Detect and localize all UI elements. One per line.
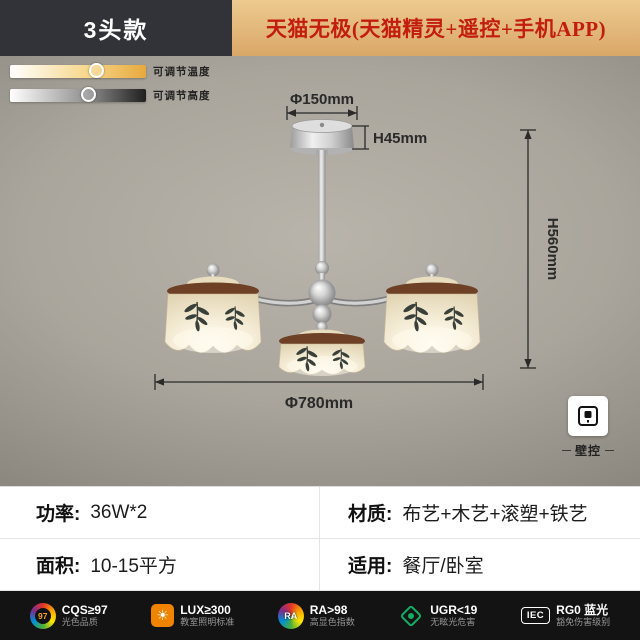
- iec-badge-icon: IEC: [520, 607, 551, 624]
- spec-room: 适用: 餐厅/卧室: [320, 539, 640, 591]
- wall-control: 壁控: [561, 396, 614, 459]
- cqs-color-quality-icon: 97: [29, 602, 56, 629]
- center-hub: [308, 279, 336, 333]
- dim-drop-height: H560mm: [544, 218, 561, 281]
- spec-label: 功率:: [36, 504, 81, 525]
- height-gradient-bar: [10, 87, 146, 102]
- cert-cqs: 97 CQS≥97 光色品质: [29, 602, 108, 629]
- spec-material: 材质: 布艺+木艺+滚塑+铁艺: [320, 487, 640, 539]
- ra-color-render-icon: RA: [277, 602, 304, 629]
- spec-value: 36W*2: [90, 501, 148, 523]
- lamp-shade-center: [278, 329, 366, 376]
- chandelier-illustration: Φ150mm H45mm H560mm Φ780mm: [154, 91, 561, 412]
- spec-value: 10-15平方: [90, 556, 177, 577]
- color-temp-gradient-bar: [10, 63, 146, 78]
- certification-bar: 97 CQS≥97 光色品质 ☀ LUX≥300 教室照明标准 RA RA>98…: [0, 591, 640, 640]
- cqs-badge-value: 97: [34, 607, 51, 624]
- cert-lux: ☀ LUX≥300 教室照明标准: [151, 603, 234, 628]
- cert-line1: CQS≥97: [61, 602, 108, 617]
- dash-decoration: [605, 450, 614, 451]
- dim-mount-height: H45mm: [373, 130, 427, 147]
- product-title: 天猫无极(天猫精灵+遥控+手机APP): [232, 0, 640, 56]
- cert-line1: RA>98: [309, 602, 348, 617]
- dash-decoration: [561, 450, 571, 451]
- color-temp-indicator: 可调节温度: [10, 63, 211, 79]
- spec-area: 面积: 10-15平方: [0, 539, 320, 591]
- cert-line2: 教室照明标准: [180, 617, 235, 628]
- cert-line1: UGR<19: [430, 602, 478, 617]
- header: 3头款 天猫无极(天猫精灵+遥控+手机APP): [0, 0, 640, 56]
- spec-label: 材质:: [348, 504, 393, 525]
- center-rod: [315, 150, 329, 281]
- cert-iec: IEC RG0 蓝光 豁免伤害级别: [520, 602, 611, 628]
- spec-table: 功率: 36W*2 材质: 布艺+木艺+滚塑+铁艺 面积: 10-15平方 适用…: [0, 486, 640, 591]
- cert-ra: RA RA>98 高显色指数: [277, 602, 355, 629]
- cert-line2: 光色品质: [61, 617, 98, 628]
- cert-ugr: UGR<19 无眩光危害: [398, 603, 477, 628]
- wall-control-label: 壁控: [574, 444, 601, 458]
- color-temp-label: 可调节温度: [153, 66, 211, 78]
- lamp-shade-right: [383, 263, 481, 354]
- variant-badge: 3头款: [0, 0, 232, 56]
- dim-top-diameter: Φ150mm: [290, 91, 354, 108]
- spec-label: 面积:: [36, 556, 81, 577]
- slider-knob-icon: [80, 87, 96, 102]
- lamp-glyph: ☀: [156, 607, 169, 623]
- height-label: 可调节高度: [153, 90, 211, 102]
- dimension-annotations: Φ150mm H45mm H560mm Φ780mm: [154, 91, 561, 412]
- ugr-anti-glare-icon: [399, 604, 423, 627]
- height-indicator: 可调节高度: [10, 87, 211, 103]
- feature-indicators: 可调节温度 可调节高度: [10, 63, 211, 112]
- spec-power: 功率: 36W*2: [0, 487, 320, 539]
- spec-value: 布艺+木艺+滚塑+铁艺: [402, 504, 588, 525]
- spec-value: 餐厅/卧室: [402, 556, 484, 577]
- cert-line2: 高显色指数: [309, 617, 355, 628]
- ra-badge-value: RA: [284, 610, 298, 621]
- dim-width: Φ780mm: [285, 395, 353, 412]
- cert-line2: 豁免伤害级别: [556, 617, 611, 628]
- lux-lamp-icon: ☀: [151, 604, 175, 627]
- product-stage: 可调节温度 可调节高度: [0, 56, 640, 486]
- ceiling-canopy: [290, 119, 354, 155]
- slider-knob-icon: [88, 63, 104, 78]
- wall-switch-icon: [567, 396, 608, 436]
- cert-line2: 无眩光危害: [430, 617, 476, 628]
- spec-label: 适用:: [348, 556, 393, 577]
- cert-line1: LUX≥300: [180, 602, 231, 617]
- lamp-shade-left: [164, 263, 262, 354]
- cert-line1: RG0 蓝光: [556, 602, 609, 617]
